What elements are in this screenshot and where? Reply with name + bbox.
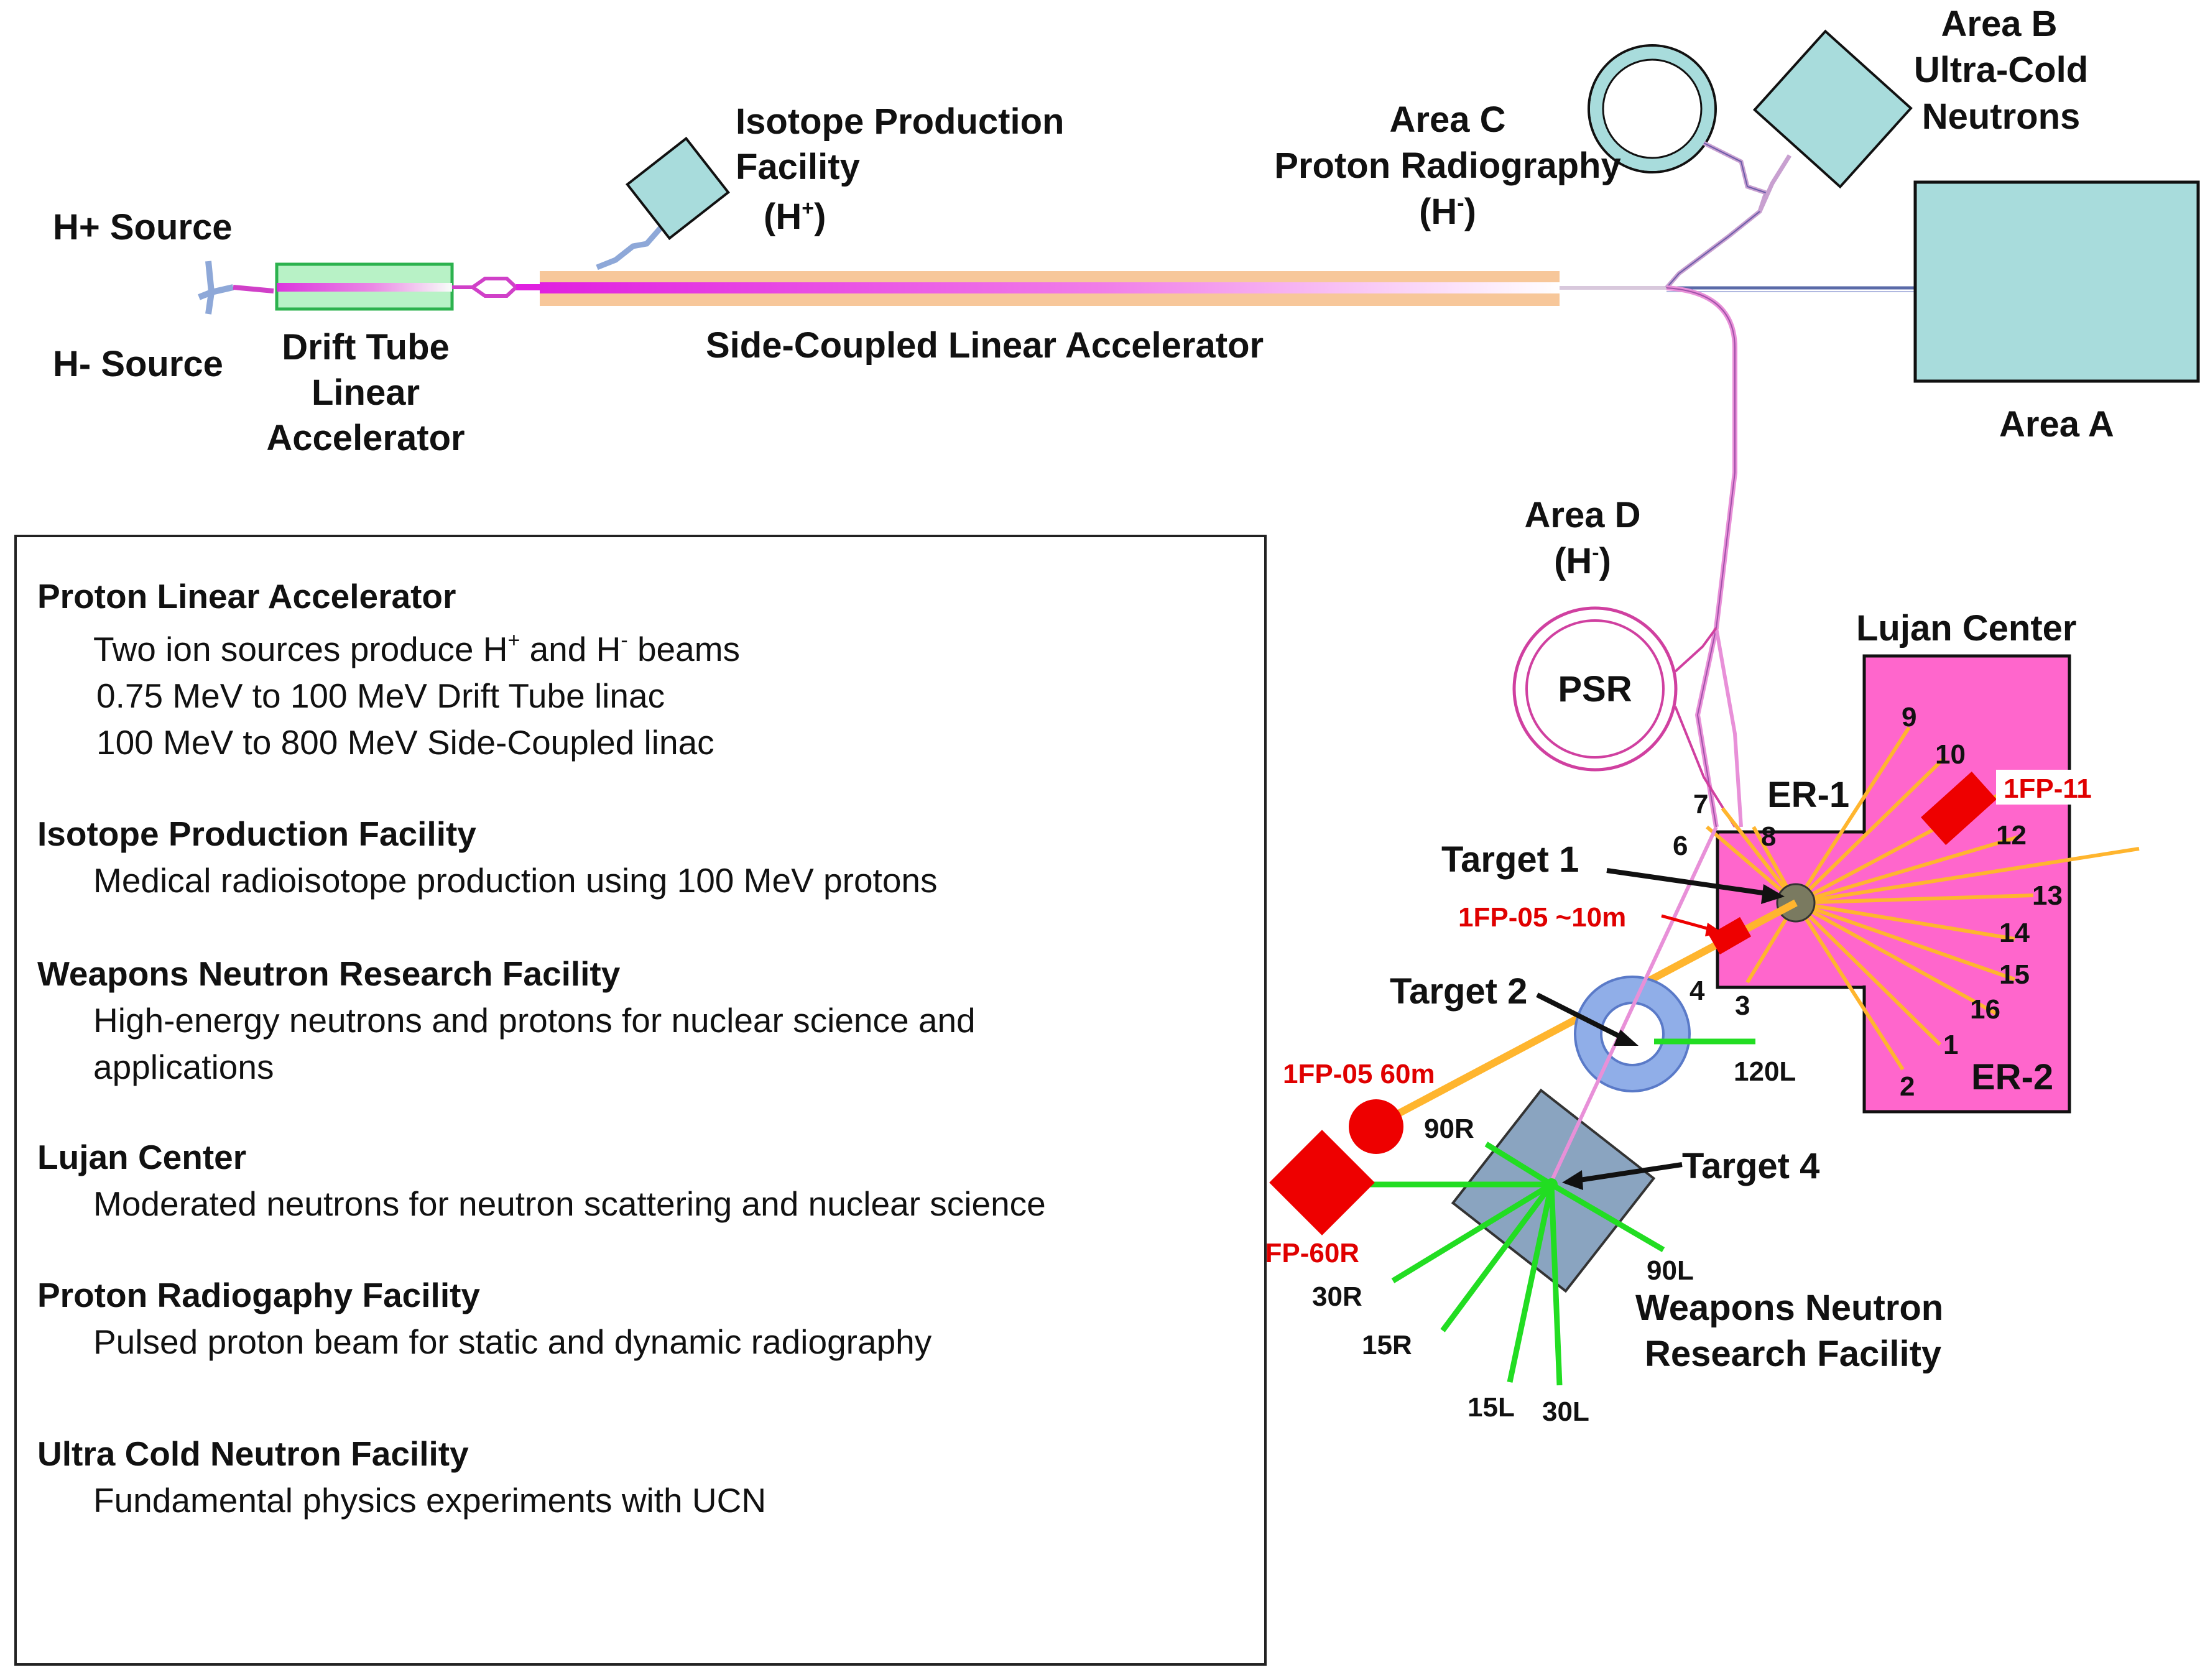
legend-line: applications (93, 1048, 274, 1086)
lujan-flight-paths (1706, 726, 2140, 1071)
fp-label-1: 1 (1943, 1030, 1958, 1060)
legend-line: Pulsed proton beam for static and dynami… (93, 1322, 932, 1361)
legend-box (14, 535, 1267, 1666)
1fp05-10m-label: 1FP-05 ~10m (1458, 902, 1626, 933)
drift-tube-label-1: Drift Tube (282, 327, 450, 367)
legend-heading: Weapons Neutron Research Facility (37, 954, 621, 993)
target-1-label: Target 1 (1441, 839, 1579, 880)
isotope-label-2: Facility (736, 147, 860, 187)
lujan-center (1716, 654, 2071, 1114)
psr-ring (1512, 606, 1736, 828)
legend-line: Moderated neutrons for neutron scatterin… (93, 1184, 1046, 1223)
transport-line (1666, 285, 1743, 828)
legend-line: Two ion sources produce H+ and H- beams (93, 629, 740, 668)
fp-label-14: 14 (1999, 918, 2030, 948)
drift-tube-label-3: Accelerator (266, 418, 465, 458)
area-d-ion-label: (H-) (1554, 541, 1611, 581)
h-plus-source-label: H+ Source (53, 207, 233, 247)
fp-label-2: 2 (1900, 1071, 1915, 1102)
1fp05-60m-label: 1FP-05 60m (1283, 1059, 1435, 1089)
fp-label-8: 8 (1761, 821, 1776, 852)
legend-heading: Proton Linear Accelerator (37, 577, 456, 616)
h-minus-source-label: H- Source (53, 344, 223, 384)
area-c-label-1: Area C (1390, 99, 1506, 140)
area-b-label-2: Ultra-Cold (1914, 50, 2088, 90)
fp-label-30r: 30R (1312, 1281, 1362, 1312)
fp-label-16: 16 (1970, 994, 2000, 1025)
drift-tube-label-2: Linear (312, 372, 420, 413)
fp-label-7: 7 (1693, 789, 1708, 819)
isotope-ion-label: (H+) (764, 196, 826, 237)
target-4 (1545, 1178, 1558, 1191)
arrow-1fp05-10m (1661, 914, 1722, 936)
er2-label: ER-2 (1971, 1057, 2053, 1097)
fp-label-90l: 90L (1647, 1255, 1694, 1286)
drift-tube-linac (275, 262, 454, 311)
ion-sources (198, 261, 274, 315)
lujan-center-label: Lujan Center (1856, 608, 2077, 648)
legend-line: 100 MeV to 800 MeV Side-Coupled linac (96, 723, 714, 762)
isotope-label-1: Isotope Production (736, 101, 1064, 142)
fp-label-4: 4 (1690, 976, 1705, 1006)
legend-section-4: Proton Radiogaphy Facility Pulsed proton… (37, 1276, 932, 1361)
fp-label-90r: 90R (1424, 1114, 1474, 1144)
fp-label-9: 9 (1902, 702, 1916, 732)
area-b-ultra-cold-neutrons (1752, 29, 1913, 213)
legend-line: Medical radioisotope production using 10… (93, 861, 938, 900)
fp-label-3: 3 (1735, 990, 1750, 1021)
transition-region (452, 277, 540, 298)
fp-label-30l: 30L (1542, 1396, 1589, 1427)
target-2-label: Target 2 (1390, 971, 1527, 1012)
fp-label-120l: 120L (1734, 1056, 1796, 1087)
marker-1fp05-10m (1708, 916, 1752, 955)
legend-section-5: Ultra Cold Neutron Facility Fundamental … (37, 1434, 766, 1520)
target-arrows (1536, 868, 1785, 1190)
wnr-label-1: Weapons Neutron (1635, 1288, 1943, 1328)
legend-heading: Ultra Cold Neutron Facility (37, 1434, 469, 1473)
legend-section-0: Proton Linear Accelerator Two ion source… (37, 577, 740, 762)
legend-line: High-energy neutrons and protons for nuc… (93, 1001, 976, 1040)
legend-heading: Proton Radiogaphy Facility (37, 1276, 480, 1314)
area-b-label-3: Neutrons (1922, 96, 2081, 137)
psr-label: PSR (1558, 669, 1632, 709)
fp-label-15r: 15R (1362, 1330, 1412, 1360)
wnr-label-2: Research Facility (1645, 1334, 1941, 1374)
fp-label-10: 10 (1935, 739, 1966, 770)
fp-label-15: 15 (1999, 959, 2030, 990)
legend-line: Fundamental physics experiments with UCN (93, 1481, 766, 1520)
legend-line: 0.75 MeV to 100 MeV Drift Tube linac (96, 676, 665, 715)
legend-heading: Lujan Center (37, 1138, 246, 1176)
legend-section-3: Lujan Center Moderated neutrons for neut… (37, 1138, 1046, 1223)
area-d-label: Area D (1525, 495, 1641, 535)
legend-heading: Isotope Production Facility (37, 815, 476, 853)
side-coupled-linac (540, 271, 1560, 306)
target-4-label: Target 4 (1682, 1146, 1819, 1186)
legend-section-1: Isotope Production Facility Medical radi… (37, 815, 938, 900)
switchyard (1560, 286, 1915, 292)
4fp60r-label: 4FP-60R (1250, 1238, 1359, 1268)
fp-label-12: 12 (1996, 820, 2027, 851)
er1-label: ER-1 (1767, 775, 1849, 815)
isotope-facility (596, 136, 730, 270)
fp-label-15l: 15L (1468, 1392, 1515, 1423)
wnr-flight-paths (1361, 1142, 1665, 1386)
marker-1fp11 (1921, 771, 1997, 846)
marker-1fp05-60m (1349, 1099, 1403, 1154)
area-a (1913, 180, 2200, 383)
target-2 (1574, 976, 1755, 1092)
legend-section-2: Weapons Neutron Research Facility High-e… (37, 954, 976, 1086)
area-a-label: Area A (1999, 404, 2114, 445)
side-coupled-linac-label: Side-Coupled Linear Accelerator (706, 325, 1264, 366)
area-b-label-1: Area B (1941, 4, 2058, 44)
area-c-ion-label: (H-) (1419, 192, 1476, 232)
fp-label-13: 13 (2032, 880, 2063, 911)
label-bg-1fp11 (1996, 770, 2102, 805)
area-c-label-2: Proton Radiography (1274, 145, 1620, 186)
fp-label-6: 6 (1673, 831, 1688, 861)
1fp11-label: 1FP-11 (2004, 773, 2092, 804)
